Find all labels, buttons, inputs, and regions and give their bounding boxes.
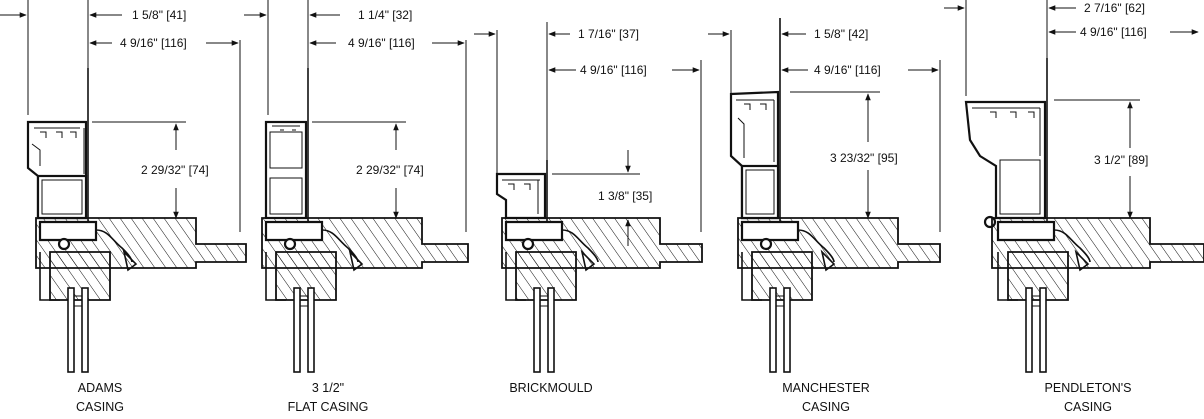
section-pendleton: 2 7/16" [62] 4 9/16" [116] 3 1/2" [89] P… <box>944 0 1204 414</box>
flat-caption-line1: 3 1/2" <box>312 381 344 395</box>
section-flat-casing: 1 1/4" [32] 4 9/16" [116] 2 29/32" [74] … <box>244 0 469 414</box>
brickmould-height-label: 1 3/8" [35] <box>598 189 652 203</box>
brickmould-caption-line1: BRICKMOULD <box>509 381 592 395</box>
pendleton-height-label: 3 1/2" [89] <box>1094 153 1148 167</box>
flat-height-label: 2 29/32" [74] <box>356 163 424 177</box>
adams-height-label: 2 29/32" [74] <box>141 163 209 177</box>
flat-caption-line2: FLAT CASING <box>288 400 369 414</box>
flat-depth-label: 4 9/16" [116] <box>348 36 415 50</box>
manchester-projection-label: 1 5/8" [42] <box>814 27 868 41</box>
section-adams: 1 5/8" [41] 4 9/16" [116] 2 29/32" [74] … <box>0 0 247 414</box>
adams-projection-label: 1 5/8" [41] <box>132 8 186 22</box>
adams-caption-line2: CASING <box>76 400 124 414</box>
manchester-caption-line2: CASING <box>802 400 850 414</box>
pendleton-projection-label: 2 7/16" [62] <box>1084 1 1145 15</box>
manchester-caption-line1: MANCHESTER <box>782 381 870 395</box>
brickmould-projection-label: 1 7/16" [37] <box>578 27 639 41</box>
brickmould-depth-label: 4 9/16" [116] <box>580 63 647 77</box>
adams-depth-label: 4 9/16" [116] <box>120 36 187 50</box>
section-manchester: 1 5/8" [42] 4 9/16" [116] 3 23/32" [95] … <box>708 18 941 414</box>
pendleton-caption-line1: PENDLETON'S <box>1045 381 1132 395</box>
adams-caption-line1: ADAMS <box>78 381 122 395</box>
flat-projection-label: 1 1/4" [32] <box>358 8 412 22</box>
pendleton-caption-line2: CASING <box>1064 400 1112 414</box>
section-brickmould: 1 7/16" [37] 4 9/16" [116] 1 3/8" [35] B… <box>474 22 703 395</box>
pendleton-depth-label: 4 9/16" [116] <box>1080 25 1147 39</box>
manchester-height-label: 3 23/32" [95] <box>830 151 898 165</box>
manchester-depth-label: 4 9/16" [116] <box>814 63 881 77</box>
